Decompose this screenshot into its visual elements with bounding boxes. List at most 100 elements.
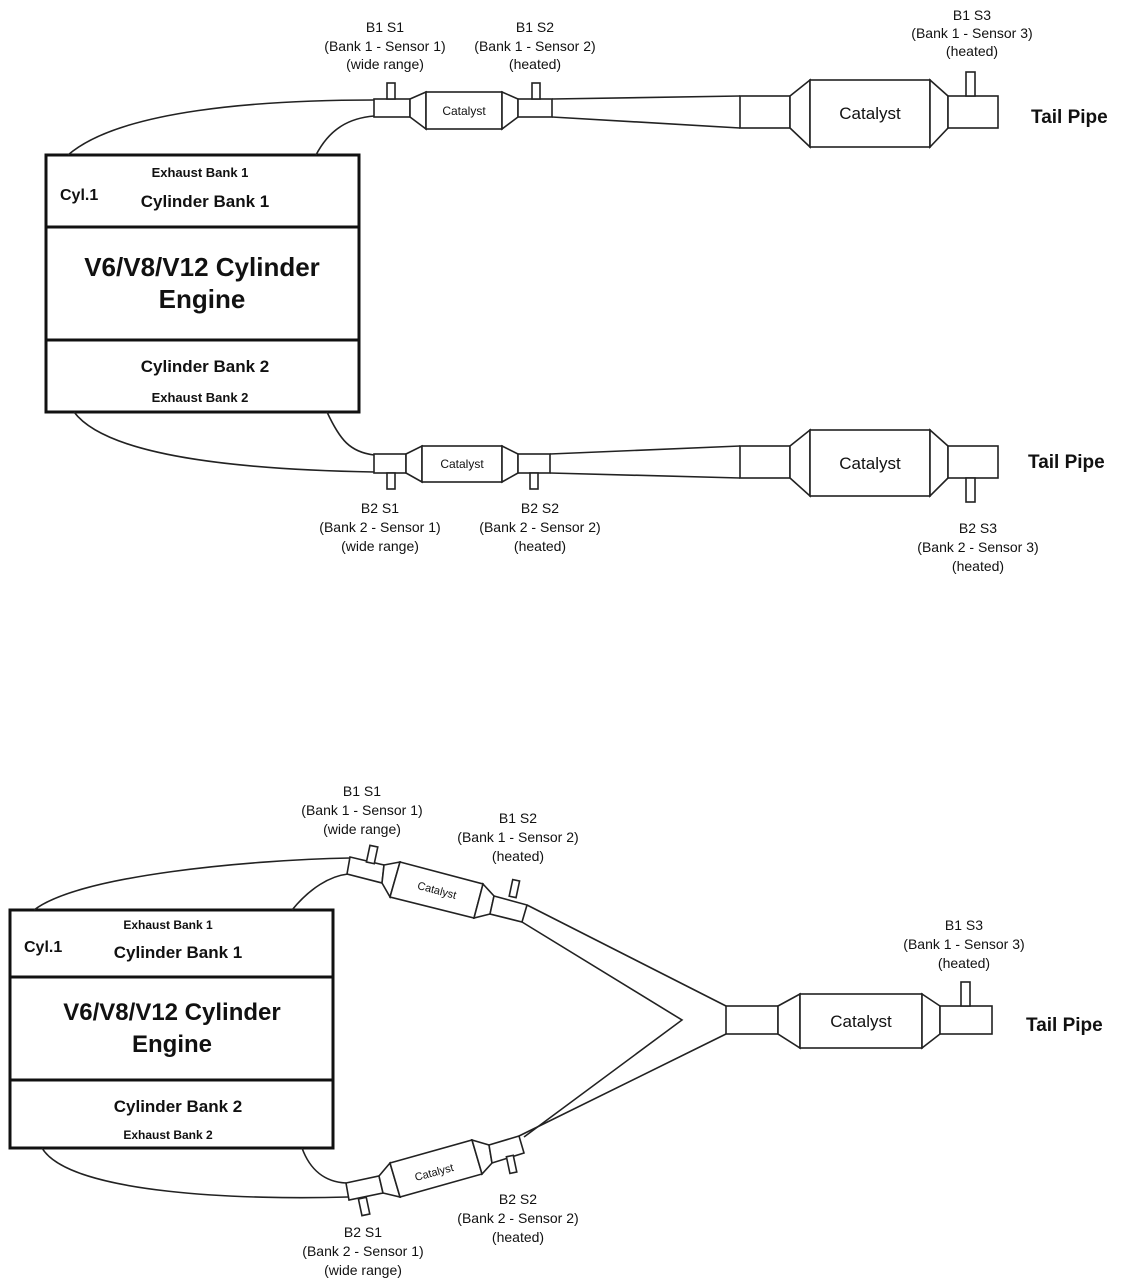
bank-2-manifold-inner	[326, 411, 375, 456]
svg-text:(heated): (heated)	[514, 538, 566, 554]
engine-title-line1: V6/V8/V12 Cylinder	[84, 252, 320, 282]
engine-outline	[44, 153, 361, 414]
b1s3-label-2: B1 S3 (Bank 1 - Sensor 3) (heated)	[903, 917, 1024, 971]
bank-2-manifold-outer-2	[41, 1147, 349, 1199]
b2s1-pipe-section	[373, 453, 407, 474]
cyl1-label: Cyl.1	[60, 187, 98, 204]
small-catalyst-outlet-cone	[501, 90, 519, 131]
common-catalyst-label: Catalyst	[830, 1012, 892, 1031]
diagram-y-pipe-exhaust: Exhaust Bank 1 Cyl.1 Cylinder Bank 1 V6/…	[8, 783, 1103, 1278]
svg-text:(wide range): (wide range)	[324, 1262, 402, 1278]
bank-2-pipe-top	[549, 445, 741, 455]
svg-text:B2 S3: B2 S3	[959, 520, 997, 536]
b1s1-sensor-icon-2	[365, 844, 379, 865]
large-catalyst-inlet-pipe	[739, 95, 791, 129]
small-catalyst-2-label: Catalyst	[440, 457, 484, 471]
large-catalyst-2-outlet-cone	[929, 428, 949, 498]
b2s1-sensor-icon	[386, 472, 396, 490]
small-catalyst-2-outlet-cone	[501, 444, 519, 484]
small-catalyst-label: Catalyst	[442, 104, 486, 118]
bank-2-exhaust-line: Catalyst Catalyst Tail Pipe	[373, 428, 1105, 503]
svg-text:(heated): (heated)	[509, 56, 561, 72]
small-catalyst-2-inlet-cone	[405, 444, 423, 484]
b1s1-pipe-section	[373, 98, 411, 118]
bank-1-pipe-bottom	[551, 116, 741, 129]
svg-text:B1 S2: B1 S2	[499, 810, 537, 826]
svg-text:(Bank 1 - Sensor 2): (Bank 1 - Sensor 2)	[457, 829, 578, 845]
b2s2-pipe-section-2	[488, 1135, 525, 1165]
large-catalyst-inlet-cone	[789, 78, 811, 149]
b2s1-label-2: B2 S1 (Bank 2 - Sensor 1) (wide range)	[302, 1224, 423, 1278]
common-inlet-pipe	[725, 1005, 779, 1035]
large-catalyst-2-label: Catalyst	[839, 454, 901, 473]
svg-text:B1 S2: B1 S2	[516, 19, 554, 35]
svg-text:B2 S2: B2 S2	[499, 1191, 537, 1207]
svg-text:(Bank 2 - Sensor 1): (Bank 2 - Sensor 1)	[319, 519, 440, 535]
b1s1-label-2: B1 S1 (Bank 1 - Sensor 1) (wide range)	[301, 783, 422, 837]
cylinder-bank-2-label: Cylinder Bank 2	[141, 357, 270, 376]
svg-text:B1 S3: B1 S3	[953, 7, 991, 23]
b2s3-label: B2 S3 (Bank 2 - Sensor 3) (heated)	[917, 520, 1038, 574]
cylinder-bank-2-label-2: Cylinder Bank 2	[114, 1097, 243, 1116]
b1s1-sensor-icon	[386, 82, 396, 100]
bank-1-exhaust-line: Catalyst Catalyst Tail Pipe	[373, 71, 1108, 150]
y-upper-outer	[526, 904, 727, 1007]
y-inner-vee	[521, 921, 684, 1138]
bank-1-manifold-outer-2	[33, 857, 351, 911]
b1s2-sensor-icon-2	[508, 878, 521, 899]
common-catalyst-outlet-cone	[921, 992, 941, 1050]
b1s2-pipe-section-2	[489, 895, 528, 923]
svg-text:B1 S1: B1 S1	[366, 19, 404, 35]
b2s2-pipe-section	[517, 453, 551, 474]
svg-text:(Bank 1 - Sensor 3): (Bank 1 - Sensor 3)	[903, 936, 1024, 952]
svg-text:(Bank 1 - Sensor 1): (Bank 1 - Sensor 1)	[301, 802, 422, 818]
svg-text:(Bank 2 - Sensor 1): (Bank 2 - Sensor 1)	[302, 1243, 423, 1259]
exhaust-bank-1-label-2: Exhaust Bank 1	[123, 918, 213, 932]
bank-2-angled-section: Catalyst	[345, 1135, 525, 1217]
engine-title-line2-2: Engine	[132, 1031, 212, 1058]
b1s2-label: B1 S2 (Bank 1 - Sensor 2) (heated)	[474, 19, 595, 72]
y-junction	[518, 904, 727, 1138]
small-catalyst-2-body	[421, 445, 503, 483]
bank-2-manifold-outer	[73, 411, 375, 473]
bank-2-manifold-inner-2	[301, 1147, 347, 1184]
b1s1-label: B1 S1 (Bank 1 - Sensor 1) (wide range)	[324, 19, 445, 72]
engine-title-line2: Engine	[159, 284, 246, 314]
b1s3-label: B1 S3 (Bank 1 - Sensor 3) (heated)	[911, 7, 1032, 59]
exhaust-bank-1-label: Exhaust Bank 1	[152, 165, 249, 180]
exhaust-bank-2-label: Exhaust Bank 2	[152, 390, 249, 405]
b1s3-sensor-icon	[965, 71, 976, 97]
b1s3-sensor-icon-2	[960, 981, 971, 1007]
svg-text:B2 S1: B2 S1	[361, 500, 399, 516]
b1s1-pipe-section-2	[346, 856, 385, 885]
large-catalyst-body	[809, 79, 931, 148]
tail-pipe-section-1	[947, 95, 999, 129]
b2s1-sensor-icon-2	[357, 1196, 371, 1217]
cylinder-bank-1-label: Cylinder Bank 1	[141, 192, 270, 211]
b2s2-sensor-icon	[529, 472, 539, 490]
large-catalyst-outlet-cone	[929, 78, 949, 150]
bank-1-pipe-top	[551, 95, 741, 100]
svg-text:(heated): (heated)	[938, 955, 990, 971]
bank-1-manifold-inner-2	[291, 873, 349, 911]
svg-text:(Bank 1 - Sensor 1): (Bank 1 - Sensor 1)	[324, 38, 445, 54]
diagram-dual-exhaust: Exhaust Bank 1 Cyl.1 Cylinder Bank 1 V6/…	[44, 7, 1108, 574]
b1s2-label-2: B1 S2 (Bank 1 - Sensor 2) (heated)	[457, 810, 578, 864]
engine-outline-2	[8, 908, 335, 1150]
bank-1-manifold-inner	[315, 115, 375, 156]
svg-text:(Bank 2 - Sensor 2): (Bank 2 - Sensor 2)	[479, 519, 600, 535]
svg-text:(Bank 2 - Sensor 3): (Bank 2 - Sensor 3)	[917, 539, 1038, 555]
bank-1-manifold-outer	[67, 99, 375, 156]
y-lower-outer	[518, 1033, 727, 1137]
svg-text:(wide range): (wide range)	[346, 56, 424, 72]
svg-text:(wide range): (wide range)	[341, 538, 419, 554]
svg-text:B2 S2: B2 S2	[521, 500, 559, 516]
b2s2-label: B2 S2 (Bank 2 - Sensor 2) (heated)	[479, 500, 600, 554]
tail-pipe-section-2	[947, 445, 999, 479]
svg-text:B1 S1: B1 S1	[343, 783, 381, 799]
common-catalyst-body	[799, 993, 923, 1049]
svg-text:B2 S1: B2 S1	[344, 1224, 382, 1240]
svg-text:(heated): (heated)	[952, 558, 1004, 574]
small-catalyst-inlet-cone	[409, 90, 427, 131]
bank-2-pipe-bottom	[549, 472, 741, 479]
